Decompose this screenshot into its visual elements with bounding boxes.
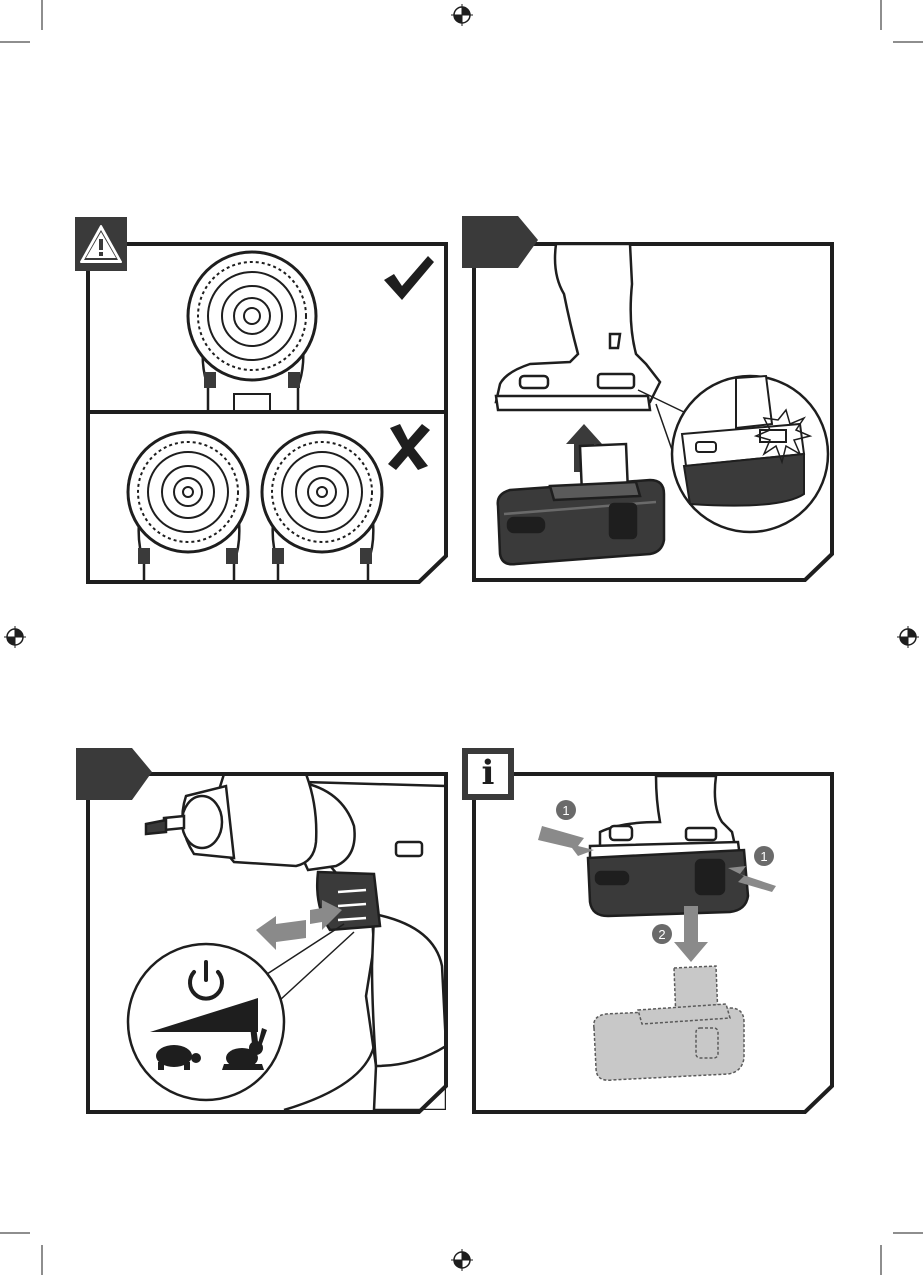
battery-illustration (498, 444, 664, 564)
battery-insert-panel (460, 214, 838, 586)
battery-remove-panel: 1 1 2 i (460, 746, 838, 1116)
step-tab-icon (76, 748, 152, 800)
cross-icon (384, 422, 432, 472)
chuck-misaligned-illustration (128, 432, 382, 586)
speed-trigger-panel (74, 746, 454, 1116)
step-badge-1b-label: 1 (760, 849, 767, 864)
checkmark-icon (380, 254, 436, 302)
warning-icon (74, 216, 128, 272)
registration-mark-icon (4, 626, 26, 648)
step-tab-icon (462, 216, 538, 268)
step-badge-2-label: 2 (658, 927, 665, 942)
chuck-aligned-illustration (188, 252, 316, 412)
registration-mark-icon (451, 4, 473, 26)
alignment-panel (74, 216, 454, 586)
battery-detached-illustration (594, 966, 744, 1080)
info-icon-label: i (468, 753, 508, 793)
registration-mark-icon (897, 626, 919, 648)
registration-mark-icon (451, 1249, 473, 1271)
info-icon: i (462, 748, 514, 800)
step-badge-1a-label: 1 (562, 803, 569, 818)
drill-handle-illustration (496, 244, 660, 410)
battery-attached-illustration (588, 850, 748, 916)
